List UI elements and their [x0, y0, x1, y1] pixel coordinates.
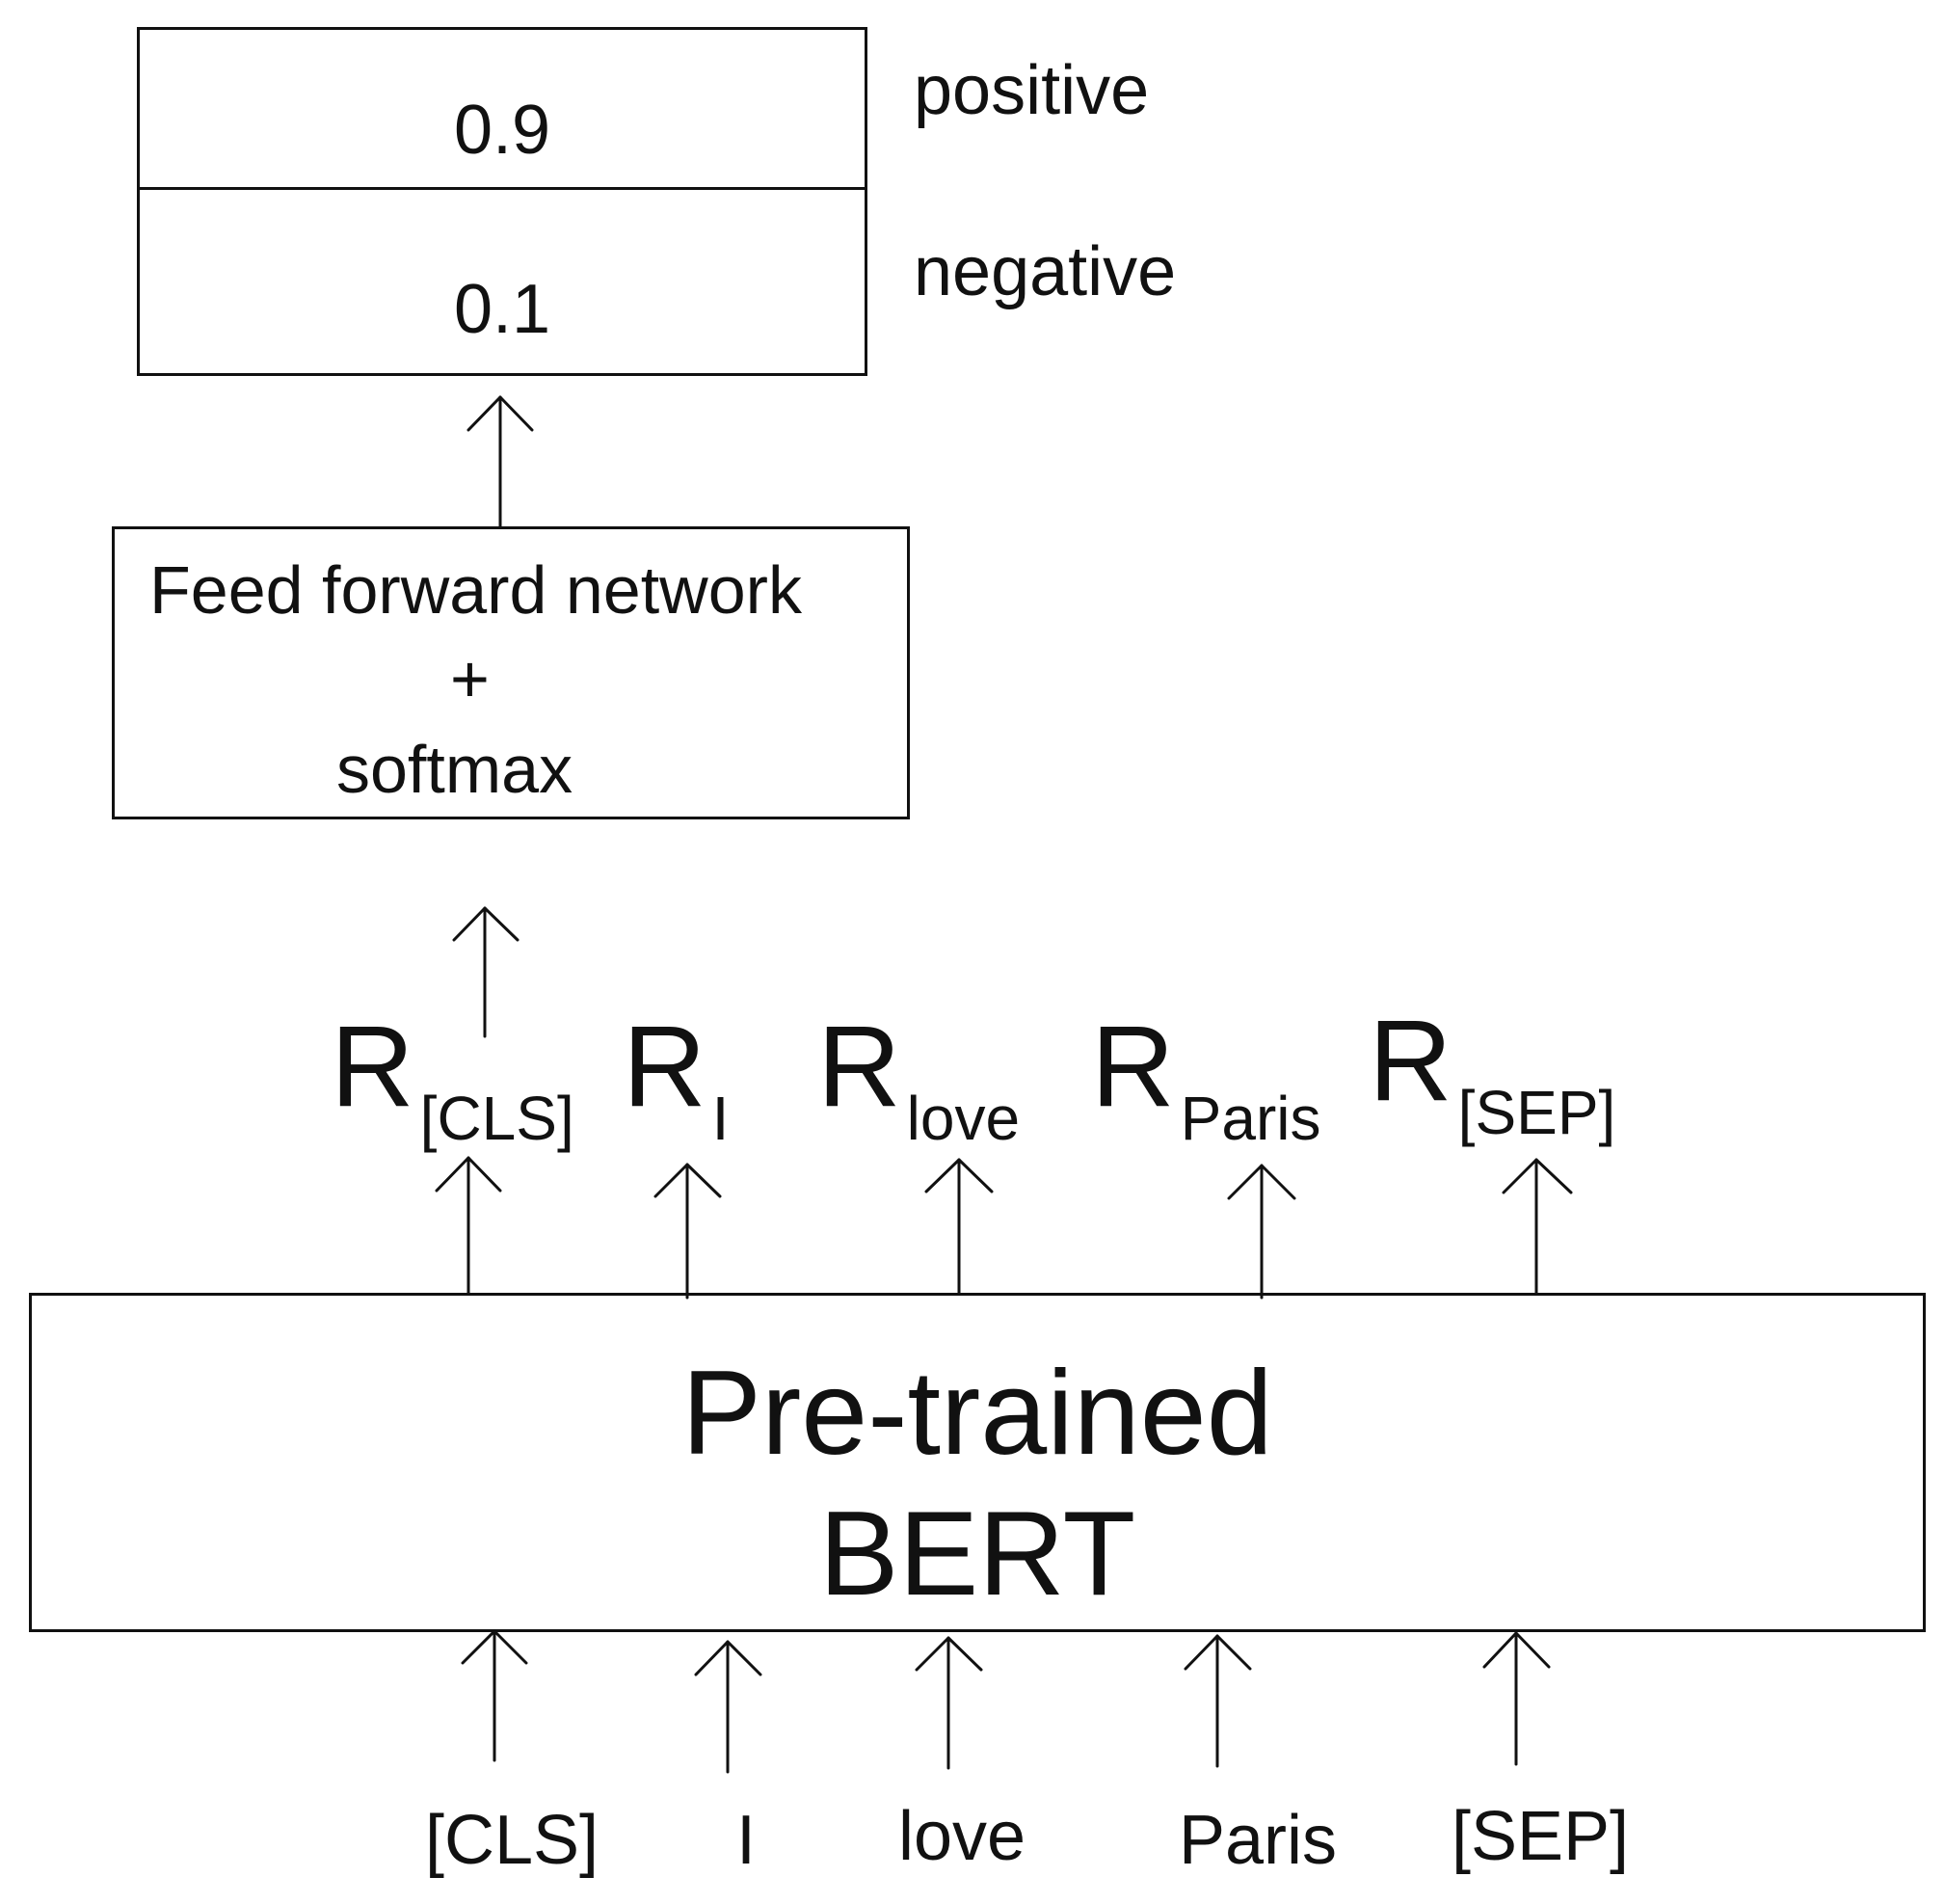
positive-probability: 0.9 — [453, 92, 551, 169]
pretrained-bert-box: Pre-trained BERT — [29, 1293, 1926, 1632]
representation-love-sub: love — [906, 1084, 1021, 1154]
negative-class-label: negative — [914, 233, 1177, 310]
input-token-sep: [SEP] — [1451, 1798, 1630, 1875]
softmax-label: softmax — [336, 732, 573, 807]
arrow-bert-to-rep-paris — [1227, 1164, 1296, 1300]
input-token-paris: Paris — [1178, 1802, 1338, 1879]
representation-i-main: R — [623, 1002, 706, 1131]
bert-title-line-1: Pre-trained — [681, 1347, 1273, 1480]
arrow-bert-to-rep-i — [653, 1163, 722, 1300]
representation-sep-sub: [SEP] — [1457, 1078, 1616, 1148]
arrow-bert-to-rep-sep — [1502, 1158, 1573, 1295]
representation-sep-main: R — [1369, 996, 1452, 1125]
input-token-i: I — [735, 1802, 757, 1879]
output-divider — [140, 187, 865, 190]
arrow-token-paris-to-bert — [1184, 1634, 1252, 1768]
representation-cls-main: R — [331, 1002, 414, 1131]
representation-i-sub: I — [711, 1084, 730, 1154]
output-probability-box: 0.9 0.1 — [137, 27, 867, 376]
representation-paris-sub: Paris — [1180, 1084, 1321, 1154]
representation-cls-sub: [CLS] — [419, 1084, 574, 1154]
arrow-token-sep-to-bert — [1482, 1631, 1551, 1766]
bert-title-line-2: BERT — [818, 1488, 1136, 1621]
arrow-bert-to-rep-cls — [435, 1156, 502, 1295]
arrow-token-i-to-bert — [694, 1640, 762, 1774]
feed-forward-softmax-box: Feed forward network + softmax — [112, 526, 910, 819]
arrow-ffn-to-output — [466, 395, 534, 528]
input-token-love: love — [897, 1798, 1026, 1875]
representation-love-main: R — [817, 1002, 901, 1131]
representation-i: RI — [623, 1008, 729, 1149]
representation-sep: R[SEP] — [1369, 1003, 1615, 1143]
negative-probability: 0.1 — [453, 271, 551, 348]
positive-class-label: positive — [914, 52, 1150, 129]
input-token-cls: [CLS] — [424, 1802, 599, 1879]
representation-paris-main: R — [1091, 1002, 1175, 1131]
representation-love: Rlove — [817, 1008, 1020, 1149]
ffn-plus-sign: + — [450, 641, 490, 716]
representation-cls: R[CLS] — [331, 1008, 574, 1149]
arrow-token-cls-to-bert — [461, 1629, 528, 1762]
arrow-bert-to-rep-love — [924, 1158, 994, 1295]
arrow-token-love-to-bert — [915, 1636, 983, 1770]
representation-paris: RParis — [1091, 1008, 1320, 1149]
arrow-cls-to-ffn — [452, 906, 520, 1038]
ffn-label: Feed forward network — [149, 552, 802, 628]
